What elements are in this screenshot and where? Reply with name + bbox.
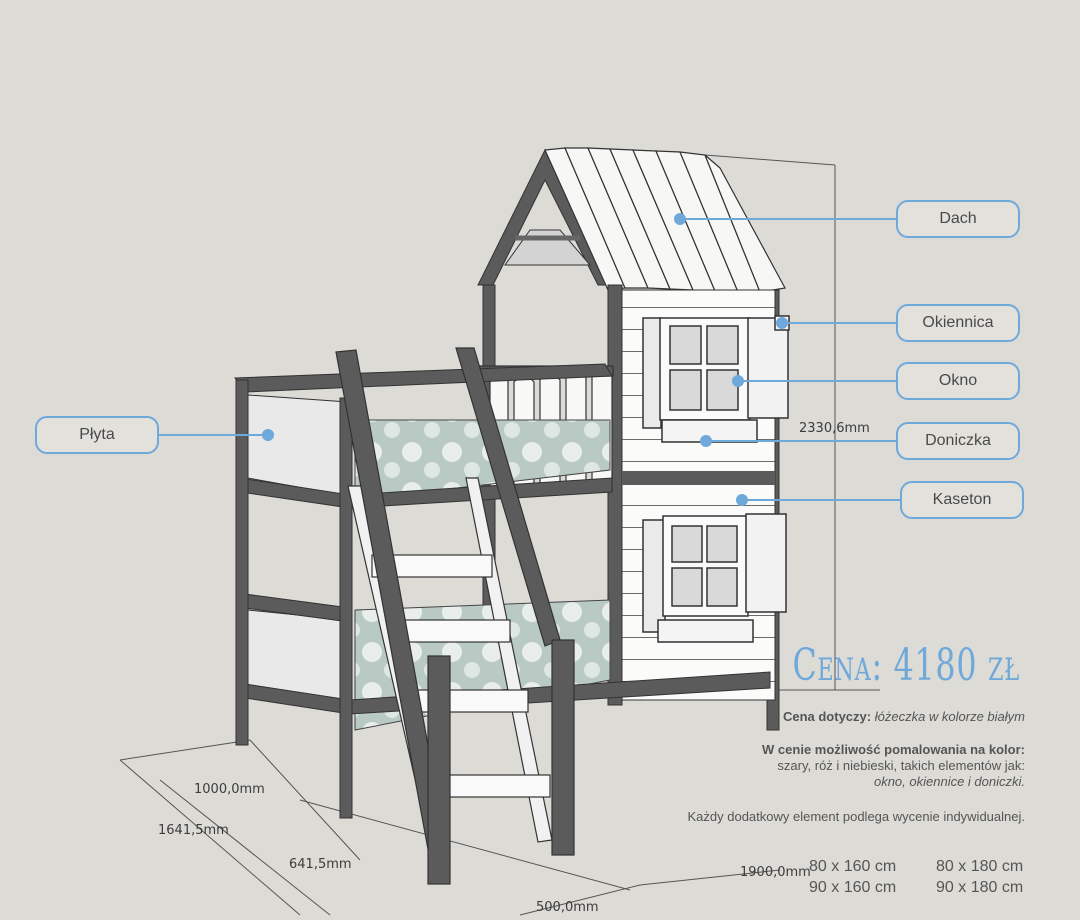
dimension-height: 2330,6mm: [799, 421, 870, 436]
size-option: 90 x 160 cm: [809, 879, 897, 896]
size-option: 90 x 180 cm: [936, 879, 1024, 896]
sizes-column-2: 80 x 180 cm 90 x 180 cm: [936, 856, 1023, 898]
callout-leaders: [156, 213, 900, 506]
callout-okiennica: Okiennica: [896, 304, 1020, 342]
callout-okno: Okno: [896, 362, 1020, 400]
roof-planks: [544, 147, 786, 293]
lower-window: [642, 513, 787, 643]
dimension-1900: 1900,0mm: [740, 865, 811, 880]
extra-element-note: Każdy dodatkowy element podlega wycenie …: [687, 809, 1026, 824]
dimension-500: 500,0mm: [536, 900, 599, 915]
price-heading: Cena: 4180 zł: [792, 640, 1020, 691]
callout-plyta: Płyta: [35, 416, 159, 454]
size-option: 80 x 160 cm: [809, 858, 897, 875]
paint-options: W cenie możliwość pomalowania na kolor: …: [762, 742, 1025, 790]
ladder: [335, 347, 575, 885]
size-option: 80 x 180 cm: [936, 858, 1024, 875]
floor-dimension-lines: [119, 154, 880, 916]
dimension-1000: 1000,0mm: [194, 782, 265, 797]
paint-options-label: W cenie możliwość pomalowania na kolor:: [762, 742, 1025, 757]
dimension-641: 641,5mm: [289, 857, 352, 872]
paint-options-elements: okno, okiennice i doniczki.: [873, 774, 1025, 789]
price-reference-label: Cena dotyczy:: [782, 709, 872, 724]
side-panels: [247, 394, 349, 711]
price-reference: Cena dotyczy: łóżeczka w kolorze białym: [783, 709, 1025, 725]
dimension-1641: 1641,5mm: [158, 823, 229, 838]
callout-dach: Dach: [896, 200, 1020, 238]
callout-kaseton: Kaseton: [900, 481, 1024, 519]
paint-options-colors: szary, róż i niebieski, takich elementów…: [777, 758, 1025, 773]
sizes-column-1: 80 x 160 cm 90 x 160 cm: [809, 856, 896, 898]
price-reference-value: łóżeczka w kolorze białym: [874, 709, 1025, 724]
upper-window: [642, 315, 790, 443]
callout-doniczka: Doniczka: [896, 422, 1020, 460]
